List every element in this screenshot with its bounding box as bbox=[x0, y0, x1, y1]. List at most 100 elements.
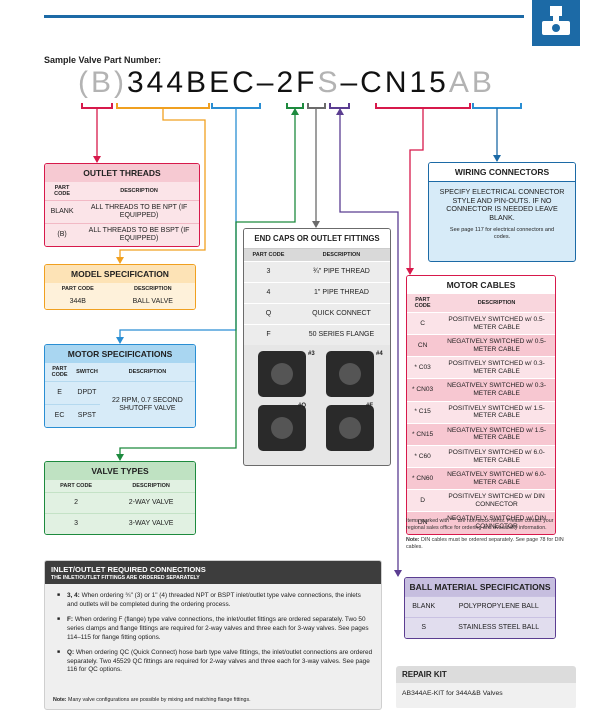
part-code: E bbox=[45, 380, 75, 405]
pn-outlet-threads: (B) bbox=[78, 66, 127, 99]
valve-types-table: PART CODE DESCRIPTION 2 2-WAY VALVE 3 3-… bbox=[45, 480, 195, 535]
pn-valve-type: 2 bbox=[276, 66, 297, 99]
item-code: 3, 4: bbox=[67, 592, 80, 599]
cable-notes: Items marked with "*" are non-stock item… bbox=[406, 518, 566, 556]
inlet-outlet-note: Note: Many valve configurations are poss… bbox=[45, 697, 259, 703]
part-code: 3 bbox=[244, 260, 293, 283]
description: NEGATIVELY SWITCHED w/ DIN CONNECTOR bbox=[438, 511, 555, 534]
description: 22 RPM, 0.7 SECOND SHUTOFF VALVE bbox=[99, 381, 195, 428]
table-row: BLANK ALL THREADS TO BE NPT (IF EQUIPPED… bbox=[45, 199, 199, 224]
part-code: (B) bbox=[45, 223, 80, 247]
part-code: DN bbox=[407, 511, 439, 534]
header-rule bbox=[44, 15, 524, 18]
switch: SPST bbox=[74, 404, 100, 428]
din-note-label: Note: bbox=[406, 536, 420, 543]
din-note-text: DIN cables must be ordered separately. S… bbox=[406, 536, 564, 550]
description: POSITIVELY SWITCHED w/ 0.3-METER CABLE bbox=[438, 356, 555, 379]
model-spec-panel: MODEL SPECIFICATION PART CODE DESCRIPTIO… bbox=[44, 264, 196, 311]
pn-model: 344B bbox=[127, 66, 210, 99]
description: 1" PIPE THREAD bbox=[292, 282, 390, 304]
description: ALL THREADS TO BE NPT (IF EQUIPPED) bbox=[79, 199, 199, 224]
item-text: When ordering F (flange) type valve conn… bbox=[67, 616, 369, 641]
item-text: When ordering QC (Quick Connect) hose ba… bbox=[67, 649, 373, 674]
inlet-outlet-body: 3, 4: When ordering ¾" (3) or 1" (4) thr… bbox=[45, 584, 381, 675]
description: QUICK CONNECT bbox=[292, 303, 390, 325]
part-code: * C60 bbox=[407, 444, 439, 468]
pn-end-cap: F bbox=[296, 66, 318, 99]
end-caps-table: PART CODE DESCRIPTION 3 ¾" PIPE THREAD 4… bbox=[244, 249, 390, 346]
description: NEGATIVELY SWITCHED w/ 0.3-METER CABLE bbox=[438, 378, 555, 402]
repair-kit-text: AB344AE-KIT for 344A&B Valves bbox=[396, 683, 576, 708]
valve-types-title: VALVE TYPES bbox=[45, 462, 195, 480]
table-row: (B) ALL THREADS TO BE BSPT (IF EQUIPPED) bbox=[45, 223, 199, 247]
item-code: F: bbox=[67, 616, 74, 624]
table-row: BLANK POLYPROPYLENE BALL bbox=[405, 595, 555, 618]
wiring-connectors-panel: WIRING CONNECTORS SPECIFY ELECTRICAL CON… bbox=[428, 162, 576, 262]
wiring-text: SPECIFY ELECTRICAL CONNECTOR STYLE AND P… bbox=[439, 187, 565, 222]
wiring-note: See page 117 for electrical connectors a… bbox=[449, 226, 555, 240]
table-row: 4 1" PIPE THREAD bbox=[244, 282, 390, 304]
fitting-label: #Q bbox=[298, 403, 307, 410]
col-description: DESCRIPTION bbox=[99, 363, 195, 382]
part-code: 3 bbox=[45, 513, 108, 535]
description: POSITIVELY SWITCHED w/ DIN CONNECTOR bbox=[438, 489, 555, 512]
ball-material-table: BLANK POLYPROPYLENE BALL S STAINLESS STE… bbox=[405, 595, 555, 639]
item-code: Q: bbox=[67, 649, 75, 657]
ball-material-title: BALL MATERIAL SPECIFICATIONS bbox=[405, 578, 555, 596]
description: ALL THREADS TO BE BSPT (IF EQUIPPED) bbox=[79, 223, 199, 247]
col-description: DESCRIPTION bbox=[292, 249, 390, 262]
table-row: EC SPST bbox=[45, 404, 195, 428]
table-row: 2 2-WAY VALVE bbox=[45, 491, 195, 514]
part-code: 344B bbox=[45, 295, 111, 310]
fitting-f-image bbox=[326, 405, 374, 452]
col-part-code: PART CODE bbox=[244, 249, 293, 262]
outlet-threads-title: OUTLET THREADS bbox=[45, 164, 199, 182]
part-code: EC bbox=[45, 404, 75, 428]
valve-icon bbox=[532, 0, 580, 46]
table-row: 3 3-WAY VALVE bbox=[45, 513, 195, 535]
sample-label: Sample Valve Part Number: bbox=[44, 55, 162, 65]
part-code: 2 bbox=[45, 491, 108, 514]
din-note: Note: DIN cables must be ordered separat… bbox=[406, 537, 566, 551]
inlet-outlet-title: INLET/OUTLET REQUIRED CONNECTIONS bbox=[51, 565, 206, 574]
description: 50 SERIES FLANGE bbox=[292, 324, 390, 346]
pn-dash-2: – bbox=[340, 66, 361, 99]
model-spec-table: PART CODE DESCRIPTION 344B BALL VALVE bbox=[45, 283, 195, 310]
part-code: C bbox=[407, 311, 439, 335]
pn-ball: S bbox=[317, 66, 341, 99]
repair-kit-title: REPAIR KIT bbox=[396, 666, 576, 683]
part-code: BLANK bbox=[405, 595, 443, 618]
part-code: BLANK bbox=[45, 199, 80, 224]
motor-specs-table: PART CODE SWITCH DESCRIPTION E DPDT 22 R… bbox=[45, 363, 195, 428]
col-description: DESCRIPTION bbox=[438, 294, 555, 313]
description: 3-WAY VALVE bbox=[107, 513, 195, 535]
pn-motor: EC bbox=[209, 66, 257, 99]
col-switch: SWITCH bbox=[74, 363, 100, 382]
item-text: When ordering ¾" (3) or 1" (4) threaded … bbox=[67, 592, 361, 608]
list-item: 3, 4: When ordering ¾" (3) or 1" (4) thr… bbox=[57, 592, 373, 609]
col-part-code: PART CODE bbox=[45, 363, 75, 382]
part-code: * C15 bbox=[407, 400, 439, 424]
col-part-code: PART CODE bbox=[407, 294, 439, 313]
wiring-title: WIRING CONNECTORS bbox=[429, 163, 575, 182]
fitting-label: #3 bbox=[308, 351, 315, 358]
fitting-label: #F bbox=[366, 403, 374, 410]
col-part-code: PART CODE bbox=[45, 182, 80, 201]
table-row: Q QUICK CONNECT bbox=[244, 303, 390, 325]
pn-dash-1: – bbox=[256, 66, 277, 99]
part-code: CN bbox=[407, 334, 439, 357]
note-text: Many valve configurations are possible b… bbox=[68, 697, 251, 703]
inlet-outlet-panel: INLET/OUTLET REQUIRED CONNECTIONS THE IN… bbox=[44, 560, 382, 710]
outlet-threads-table: PART CODE DESCRIPTION BLANK ALL THREADS … bbox=[45, 182, 199, 247]
table-row: 344B BALL VALVE bbox=[45, 295, 195, 310]
part-code: D bbox=[407, 489, 439, 512]
motor-cables-table: PART CODE DESCRIPTION C POSITIVELY SWITCH… bbox=[407, 294, 555, 534]
description: POSITIVELY SWITCHED w/ 6.0-METER CABLE bbox=[438, 444, 555, 468]
part-code: S bbox=[405, 617, 443, 639]
description: POLYPROPYLENE BALL bbox=[442, 595, 555, 618]
